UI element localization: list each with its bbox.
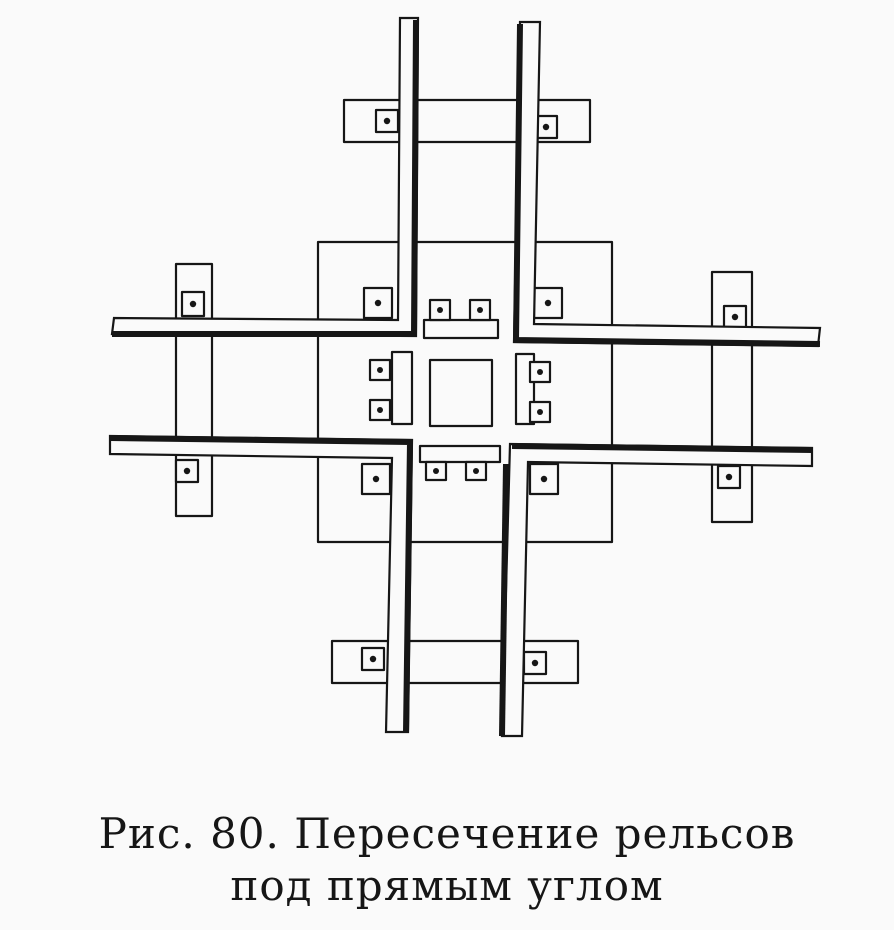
- guard-plate-top: [422, 318, 500, 340]
- bolt-dots: [183, 117, 739, 667]
- guard-plate-bottom: [418, 444, 502, 464]
- figure-caption: Рис. 80. Пересечение рельсов под прямым …: [0, 808, 894, 912]
- rail-clamps: [174, 108, 748, 676]
- caption-line-1: Рис. 80. Пересечение рельсов: [98, 809, 796, 858]
- caption-line-2: под прямым углом: [230, 861, 664, 910]
- guard-plate-left: [390, 350, 414, 426]
- rail-crossing-diagram: [108, 16, 822, 738]
- center-block: [428, 358, 494, 428]
